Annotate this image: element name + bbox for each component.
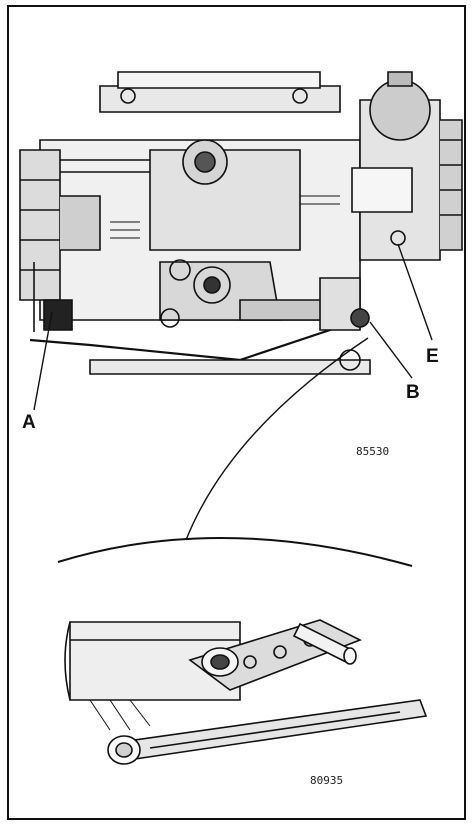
detail-drawing <box>57 537 428 765</box>
carburettor-drawing <box>19 71 463 375</box>
figure-ref-top: 85530 <box>356 445 389 458</box>
figure-ref-bottom: 80935 <box>310 774 343 787</box>
label-e: E <box>426 346 439 367</box>
leader-e <box>397 243 433 341</box>
label-leaders <box>33 243 433 541</box>
label-a: A <box>22 412 36 433</box>
label-b: B <box>406 382 420 403</box>
detail-connector <box>185 337 369 541</box>
page-border <box>7 5 466 820</box>
leader-b <box>369 321 413 379</box>
leader-a <box>33 311 53 411</box>
